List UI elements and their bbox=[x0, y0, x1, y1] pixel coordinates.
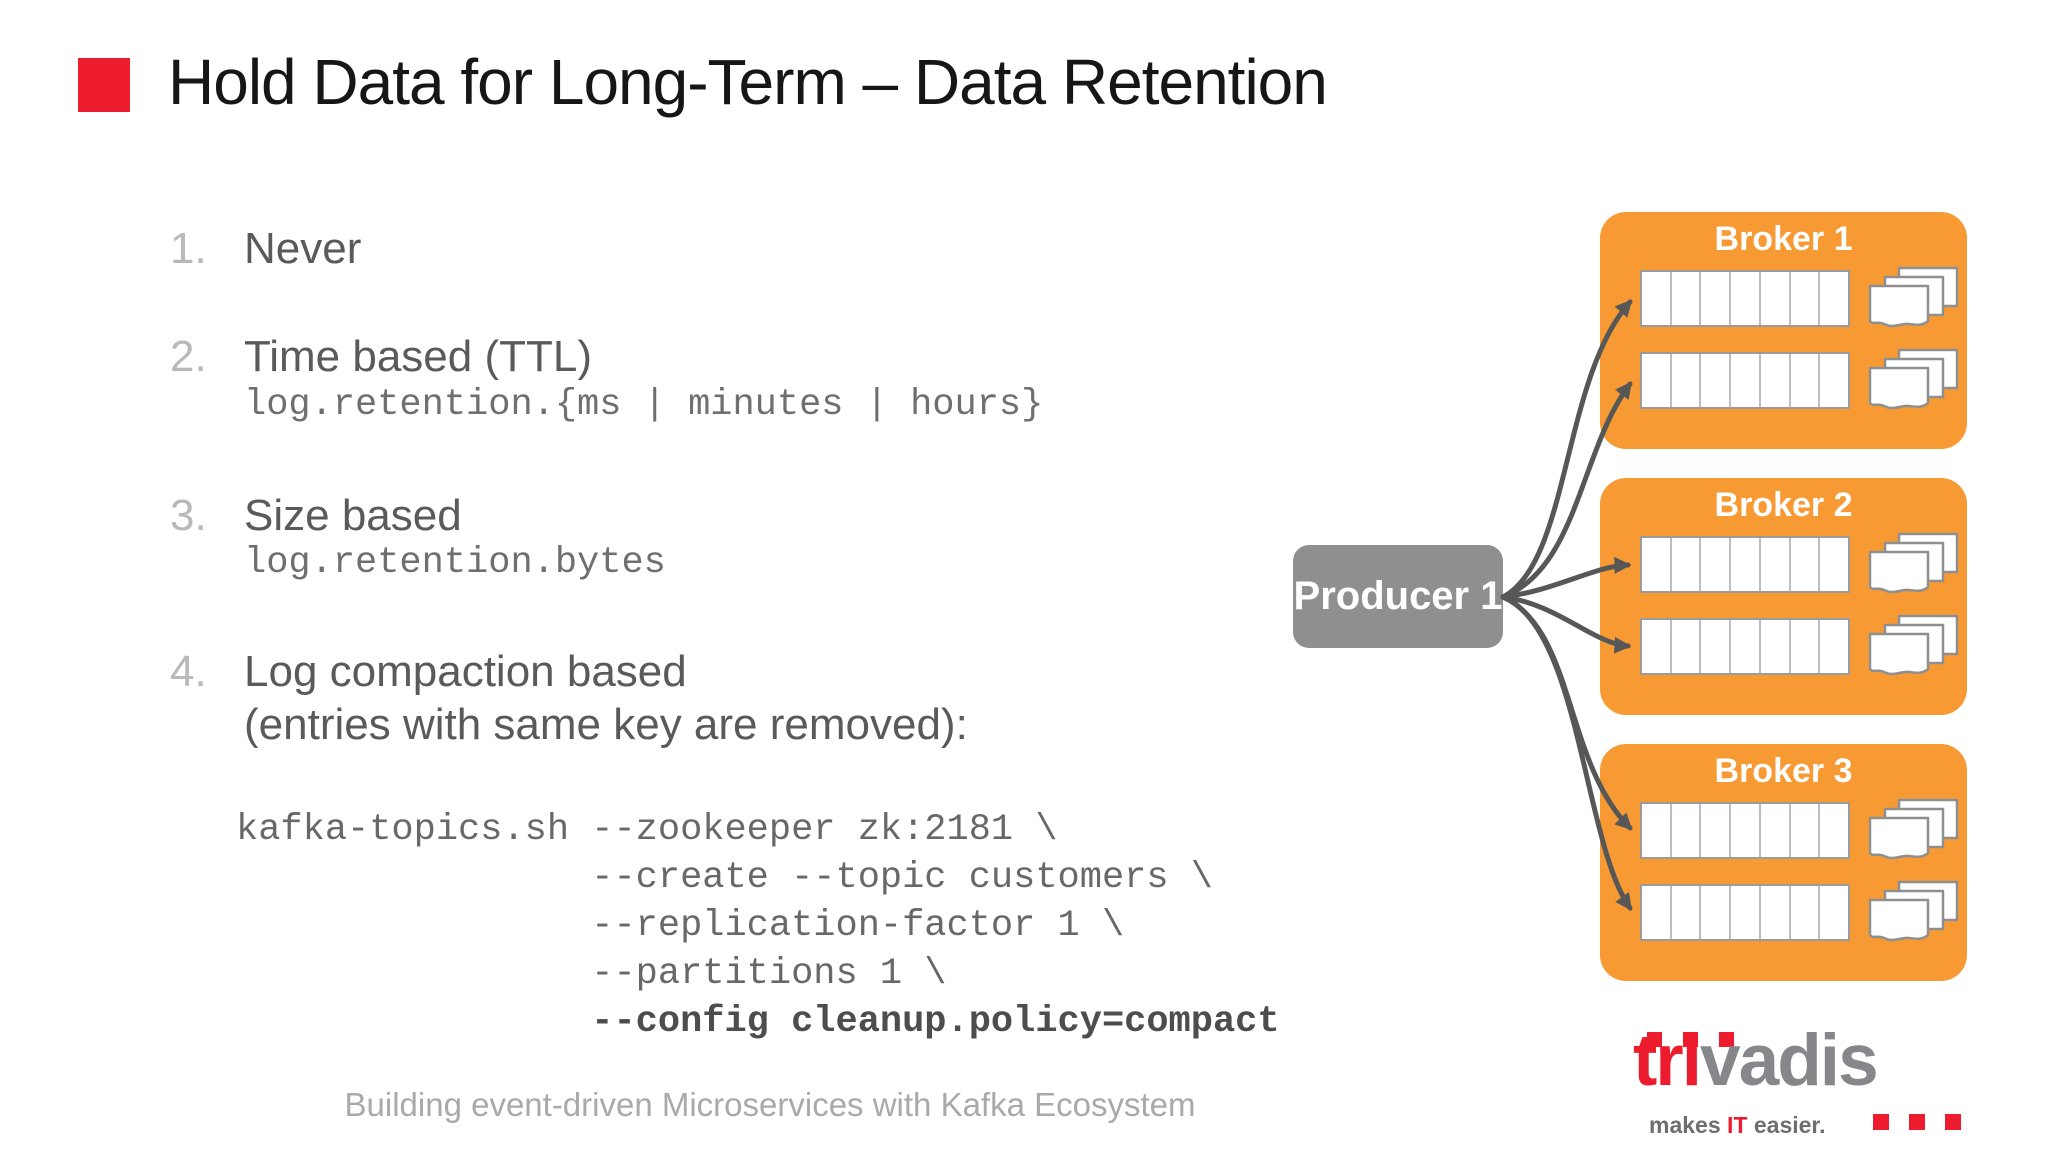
list-label: Time based (TTL) bbox=[244, 332, 593, 381]
segment-files-icon bbox=[1868, 266, 1960, 330]
code-line: --partitions 1 \ bbox=[236, 953, 947, 995]
title-bullet-square bbox=[78, 58, 130, 112]
logo-dot bbox=[1683, 1032, 1698, 1047]
logo-square bbox=[1945, 1114, 1961, 1130]
retention-bytes-config-code: log.retention.bytes bbox=[244, 542, 666, 584]
broker-node: Broker 1 bbox=[1600, 212, 1967, 449]
list-number: 4. bbox=[170, 647, 207, 696]
slide-footer: Building event-driven Microservices with… bbox=[344, 1086, 1196, 1123]
tagline-suffix: easier. bbox=[1747, 1112, 1826, 1138]
list-item: 4. Log compaction based bbox=[170, 645, 687, 699]
code-line-highlight: --config cleanup.policy=compact bbox=[236, 1001, 1280, 1043]
broker-node: Broker 2 bbox=[1600, 478, 1967, 715]
list-item: 3. Size based bbox=[170, 489, 462, 543]
logo-square bbox=[1873, 1114, 1889, 1130]
list-item-subline: (entries with same key are removed): bbox=[170, 698, 968, 752]
tagline-prefix: makes bbox=[1649, 1112, 1728, 1138]
partition-log-bar bbox=[1640, 802, 1850, 859]
producer-label: Producer 1 bbox=[1293, 574, 1503, 618]
trivadis-logo: trivadis makes IT easier. bbox=[1633, 1014, 2033, 1146]
broker-node: Broker 3 bbox=[1600, 744, 1967, 981]
partition-log-bar bbox=[1640, 884, 1850, 941]
segment-files-icon bbox=[1868, 798, 1960, 862]
logo-tagline: makes IT easier. bbox=[1649, 1112, 1826, 1139]
list-label: Size based bbox=[244, 491, 462, 540]
code-line: kafka-topics.sh --zookeeper zk:2181 \ bbox=[236, 809, 1058, 851]
logo-square bbox=[1909, 1114, 1925, 1130]
retention-time-config-code: log.retention.{ms | minutes | hours} bbox=[244, 384, 1044, 426]
broker-label: Broker 1 bbox=[1714, 220, 1853, 258]
segment-files-icon bbox=[1868, 880, 1960, 944]
list-item: 2. Time based (TTL) bbox=[170, 330, 592, 384]
segment-files-icon bbox=[1868, 614, 1960, 678]
list-label: Never bbox=[244, 224, 362, 273]
logo-word-red: tri bbox=[1633, 1020, 1702, 1101]
partition-log-bar bbox=[1640, 536, 1850, 593]
partition-log-bar bbox=[1640, 352, 1850, 409]
logo-dot bbox=[1647, 1032, 1662, 1047]
segment-files-icon bbox=[1868, 532, 1960, 596]
code-line: --create --topic customers \ bbox=[236, 857, 1213, 899]
segment-files-icon bbox=[1868, 348, 1960, 412]
list-label: Log compaction based bbox=[244, 647, 687, 696]
logo-dot bbox=[1719, 1032, 1734, 1047]
list-number-spacer bbox=[170, 698, 244, 752]
page-title: Hold Data for Long-Term – Data Retention bbox=[168, 46, 1328, 118]
producer-node: Producer 1 bbox=[1293, 545, 1503, 648]
partition-log-bar bbox=[1640, 618, 1850, 675]
tagline-accent: IT bbox=[1727, 1112, 1748, 1138]
code-line: --replication-factor 1 \ bbox=[236, 905, 1125, 947]
list-sublabel: (entries with same key are removed): bbox=[244, 700, 968, 749]
list-number: 3. bbox=[170, 491, 207, 540]
logo-wordmark: trivadis bbox=[1633, 1024, 1879, 1097]
list-number: 2. bbox=[170, 332, 207, 381]
broker-label: Broker 3 bbox=[1714, 752, 1853, 790]
kafka-topics-command-block: kafka-topics.sh --zookeeper zk:2181 \ --… bbox=[236, 806, 1280, 1046]
list-item: 1. Never bbox=[170, 222, 361, 276]
list-number: 1. bbox=[170, 224, 207, 273]
broker-label: Broker 2 bbox=[1714, 486, 1853, 524]
producer-to-broker-arrows bbox=[1500, 299, 1633, 911]
logo-word-gray: vadis bbox=[1700, 1020, 1879, 1101]
partition-log-bar bbox=[1640, 270, 1850, 327]
